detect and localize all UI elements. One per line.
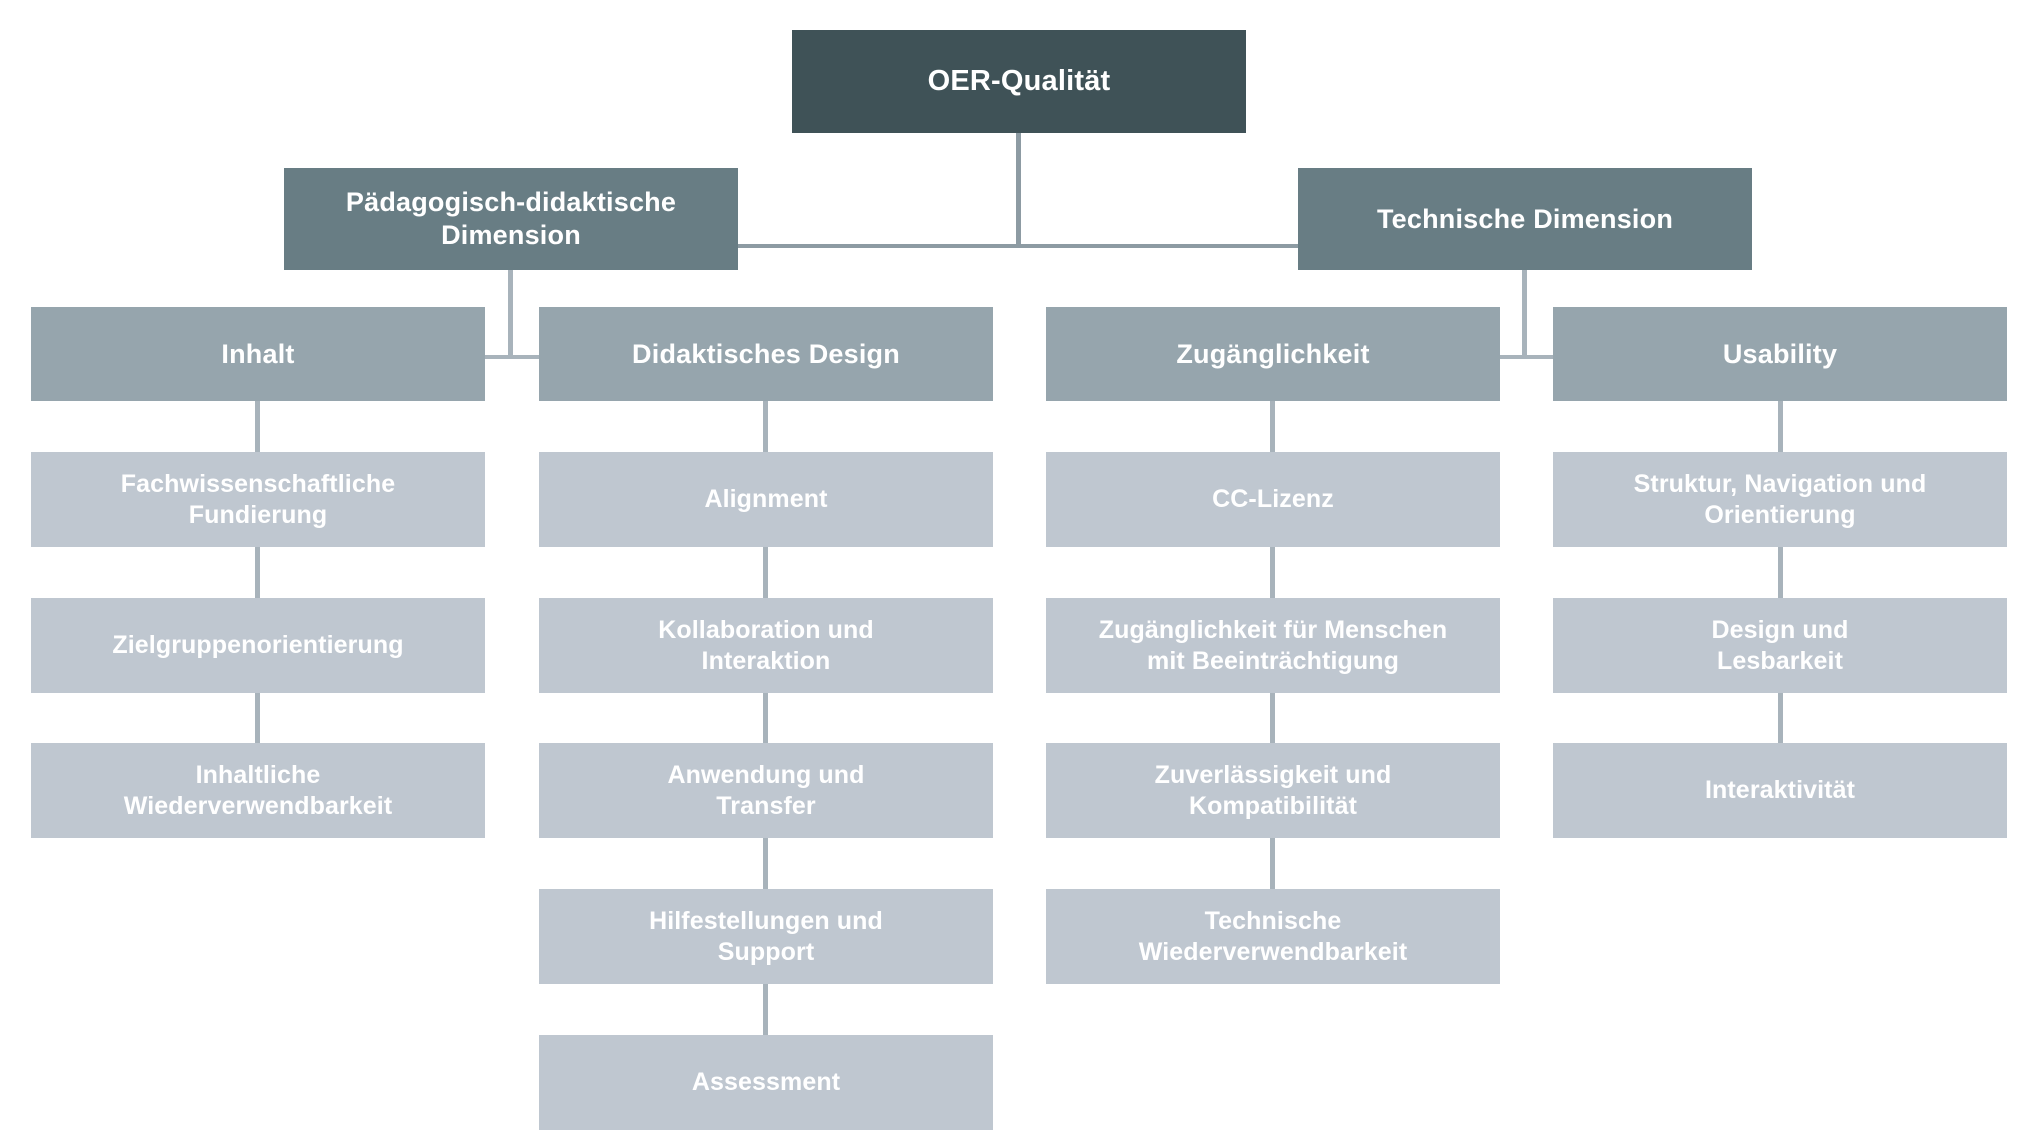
connector-col3-spine xyxy=(1270,837,1275,903)
connector-left-dimension-stem xyxy=(508,270,513,358)
connector-col2-spine xyxy=(763,546,768,612)
node-leaf-kollaboration-und-interaktion[interactable]: Kollaboration und Interaktion xyxy=(539,598,993,693)
connector-root-stem xyxy=(1016,133,1021,247)
connector-col1-spine xyxy=(255,546,260,612)
node-root-oer-qualitaet[interactable]: OER-Qualität xyxy=(792,30,1246,133)
connector-dimension-bus xyxy=(737,244,1299,248)
connector-left-category-bus xyxy=(484,355,541,359)
node-leaf-struktur-navigation-orientierung[interactable]: Struktur, Navigation und Orientierung xyxy=(1553,452,2007,547)
node-leaf-cc-lizenz[interactable]: CC-Lizenz xyxy=(1046,452,1500,547)
node-category-didaktisches-design[interactable]: Didaktisches Design xyxy=(539,307,993,401)
node-leaf-alignment[interactable]: Alignment xyxy=(539,452,993,547)
node-dimension-technisch[interactable]: Technische Dimension xyxy=(1298,168,1752,270)
connector-col3-spine xyxy=(1270,691,1275,757)
node-leaf-technische-wiederverwendbarkeit[interactable]: Technische Wiederverwendbarkeit xyxy=(1046,889,1500,984)
node-category-usability[interactable]: Usability xyxy=(1553,307,2007,401)
connector-col3-spine xyxy=(1270,546,1275,612)
node-dimension-paedagogisch-didaktisch[interactable]: Pädagogisch-didaktische Dimension xyxy=(284,168,738,270)
node-leaf-zielgruppenorientierung[interactable]: Zielgruppenorientierung xyxy=(31,598,485,693)
connector-col2-spine xyxy=(763,837,768,903)
connector-col1-spine xyxy=(255,400,260,466)
node-category-zugaenglichkeit[interactable]: Zugänglichkeit xyxy=(1046,307,1500,401)
connector-col2-spine xyxy=(763,983,768,1049)
connector-right-category-bus xyxy=(1497,355,1554,359)
node-leaf-hilfestellungen-und-support[interactable]: Hilfestellungen und Support xyxy=(539,889,993,984)
connector-col1-spine xyxy=(255,691,260,757)
node-leaf-fachwissenschaftliche-fundierung[interactable]: Fachwissenschaftliche Fundierung xyxy=(31,452,485,547)
connector-col2-spine xyxy=(763,400,768,466)
node-leaf-design-und-lesbarkeit[interactable]: Design und Lesbarkeit xyxy=(1553,598,2007,693)
node-category-inhalt[interactable]: Inhalt xyxy=(31,307,485,401)
connector-col4-spine xyxy=(1778,400,1783,466)
connector-col2-spine xyxy=(763,691,768,757)
node-leaf-zuverlaessigkeit-und-kompatibilitaet[interactable]: Zuverlässigkeit und Kompatibilität xyxy=(1046,743,1500,838)
node-leaf-interaktivitaet[interactable]: Interaktivität xyxy=(1553,743,2007,838)
node-leaf-inhaltliche-wiederverwendbarkeit[interactable]: Inhaltliche Wiederverwendbarkeit xyxy=(31,743,485,838)
connector-right-dimension-stem xyxy=(1522,270,1527,358)
connector-col4-spine xyxy=(1778,546,1783,612)
node-leaf-assessment[interactable]: Assessment xyxy=(539,1035,993,1130)
node-leaf-anwendung-und-transfer[interactable]: Anwendung und Transfer xyxy=(539,743,993,838)
connector-col3-spine xyxy=(1270,400,1275,466)
connector-col4-spine xyxy=(1778,691,1783,757)
node-leaf-zugaenglichkeit-beeintraechtigung[interactable]: Zugänglichkeit für Menschen mit Beeinträ… xyxy=(1046,598,1500,693)
